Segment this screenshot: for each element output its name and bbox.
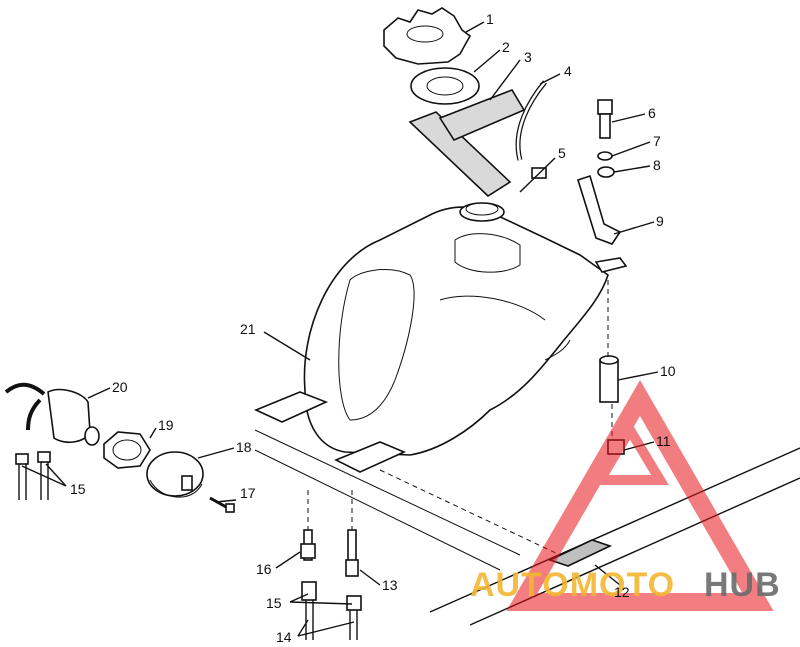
callout-7: 7 xyxy=(653,133,661,149)
callout-6: 6 xyxy=(648,105,656,121)
callout-19: 19 xyxy=(158,417,174,433)
callout-17: 17 xyxy=(240,485,256,501)
fuel-valve xyxy=(4,382,100,446)
callout-21: 21 xyxy=(240,321,256,337)
callout-4: 4 xyxy=(564,63,572,79)
vent-hose-inner xyxy=(516,81,546,161)
callout-1: 1 xyxy=(486,11,494,27)
callout-20: 20 xyxy=(112,379,128,395)
callout-10: 10 xyxy=(660,363,676,379)
rubber-pad xyxy=(547,539,613,567)
callout-15-bottom: 15 xyxy=(266,595,282,611)
bushing-left xyxy=(301,581,317,640)
bushing-right xyxy=(346,595,362,640)
callout-2: 2 xyxy=(502,39,510,55)
callout-9: 9 xyxy=(656,213,664,229)
callout-15-left: 15 xyxy=(70,481,86,497)
fuel-tank xyxy=(253,202,628,473)
cover-screw xyxy=(209,496,235,513)
lock-washer xyxy=(597,151,613,161)
watermark xyxy=(506,380,774,611)
callout-14: 14 xyxy=(276,629,292,645)
valve-cover xyxy=(146,451,204,498)
callout-8: 8 xyxy=(653,157,661,173)
cap-gasket xyxy=(410,67,480,105)
callout-5: 5 xyxy=(558,145,566,161)
valve-nut xyxy=(103,431,151,469)
fuel-cap xyxy=(383,7,472,65)
callout-13: 13 xyxy=(382,577,398,593)
mount-stud-13 xyxy=(345,529,359,577)
watermark-text-1: AUTOMOTO xyxy=(470,566,675,604)
spacer-sleeve xyxy=(599,355,619,403)
flat-washer xyxy=(597,166,615,178)
leader-lines xyxy=(21,21,659,637)
watermark-inner-triangle xyxy=(591,420,669,485)
callout-16: 16 xyxy=(256,561,272,577)
callout-3: 3 xyxy=(524,49,532,65)
callout-12: 12 xyxy=(614,584,630,600)
mount-bolt xyxy=(597,99,613,139)
tank-bracket xyxy=(577,174,622,245)
mount-stud-16 xyxy=(300,529,316,561)
watermark-triangle xyxy=(506,380,774,611)
callout-18: 18 xyxy=(236,439,252,455)
callout-labels: 1 2 3 4 5 6 7 8 9 10 11 12 13 14 15 15 1… xyxy=(70,11,676,645)
foam-pads xyxy=(408,89,526,198)
callout-11: 11 xyxy=(656,433,671,449)
hose-clamps-left xyxy=(15,451,51,500)
watermark-text-2: HUB xyxy=(704,566,781,604)
